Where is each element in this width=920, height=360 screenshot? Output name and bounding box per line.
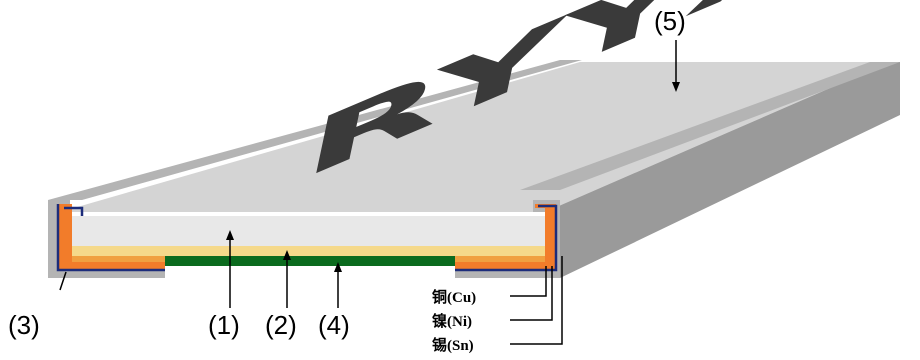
callout-5: (5) [654,6,686,36]
left-end-terminal [48,200,165,278]
chip-side-face [545,62,900,278]
callout-arrows [59,40,680,308]
copper-layer [72,256,165,262]
chip-top-face [60,62,890,212]
right-end-terminal [455,200,560,278]
copper-label: 铜(Cu) [432,288,476,306]
callout-1: (1) [208,310,240,340]
callout-2: (2) [265,310,297,340]
callout-3: (3) [8,310,40,340]
nickel-label: 镍(Ni) [432,312,472,330]
right-terminal-top [520,62,900,190]
resistive-film [165,256,455,266]
tin-label: 锡(Sn) [432,336,474,354]
callout-4: (4) [318,310,350,340]
glaze-layer [72,246,545,256]
plating-leader-lines [510,256,563,345]
copper-layer-right [455,256,545,262]
ceramic-substrate [72,216,545,246]
left-terminal-top [48,60,582,200]
